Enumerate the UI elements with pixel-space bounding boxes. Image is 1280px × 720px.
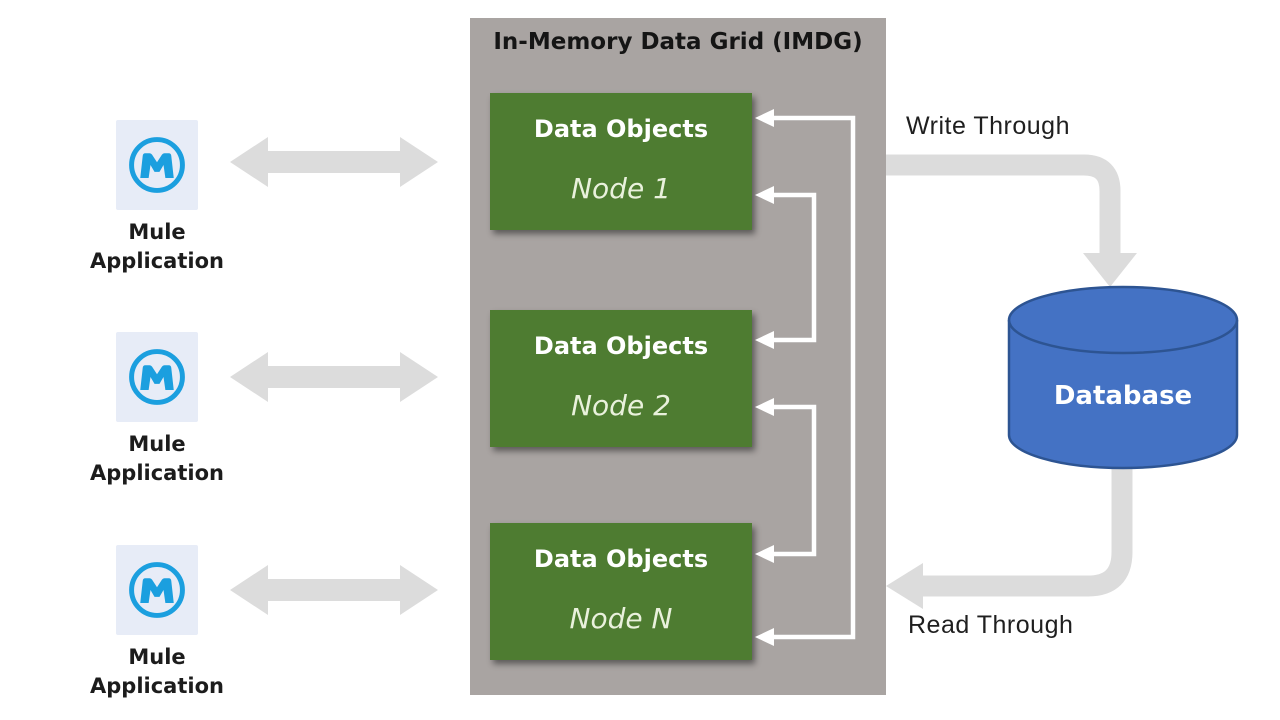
mule-app-2: Mule Application — [75, 332, 239, 488]
bidirectional-arrow-icon — [230, 565, 438, 615]
elbow-arrow-down-icon — [886, 154, 1137, 287]
write-through-label: Write Through — [906, 112, 1070, 140]
elbow-arrow-left-icon — [886, 460, 1133, 609]
mule-logo-glyph — [129, 562, 185, 618]
imdg-title: In-Memory Data Grid (IMDG) — [493, 29, 863, 55]
node-subtitle: Node 2 — [571, 389, 671, 422]
bidirectional-arrow-icon — [230, 352, 438, 402]
mule-logo-glyph — [129, 137, 185, 193]
data-node-2: Data Objects Node 2 — [490, 310, 752, 447]
mule-app-3: Mule Application — [75, 545, 239, 701]
mule-logo-icon — [116, 545, 198, 635]
data-node-n: Data Objects Node N — [490, 523, 752, 660]
mule-app-1: Mule Application — [75, 120, 239, 276]
mule-logo-icon — [116, 120, 198, 210]
mule-logo-icon — [116, 332, 198, 422]
node-title: Data Objects — [533, 332, 709, 360]
mule-logo-glyph — [129, 349, 185, 405]
node-subtitle: Node 1 — [571, 172, 671, 205]
database-cylinder-icon — [1007, 285, 1239, 470]
mule-app-label: Mule Application — [90, 220, 224, 273]
data-node-1: Data Objects Node 1 — [490, 93, 752, 230]
database-label: Database — [1053, 381, 1193, 411]
bidirectional-arrow-icon — [230, 137, 438, 187]
mule-app-label: Mule Application — [90, 645, 224, 698]
node-subtitle: Node N — [569, 602, 673, 635]
mule-app-label: Mule Application — [90, 432, 224, 485]
node-title: Data Objects — [533, 115, 709, 143]
read-through-label: Read Through — [908, 611, 1074, 639]
imdg-container: In-Memory Data Grid (IMDG) Data Objects … — [470, 18, 886, 695]
node-title: Data Objects — [533, 545, 709, 573]
